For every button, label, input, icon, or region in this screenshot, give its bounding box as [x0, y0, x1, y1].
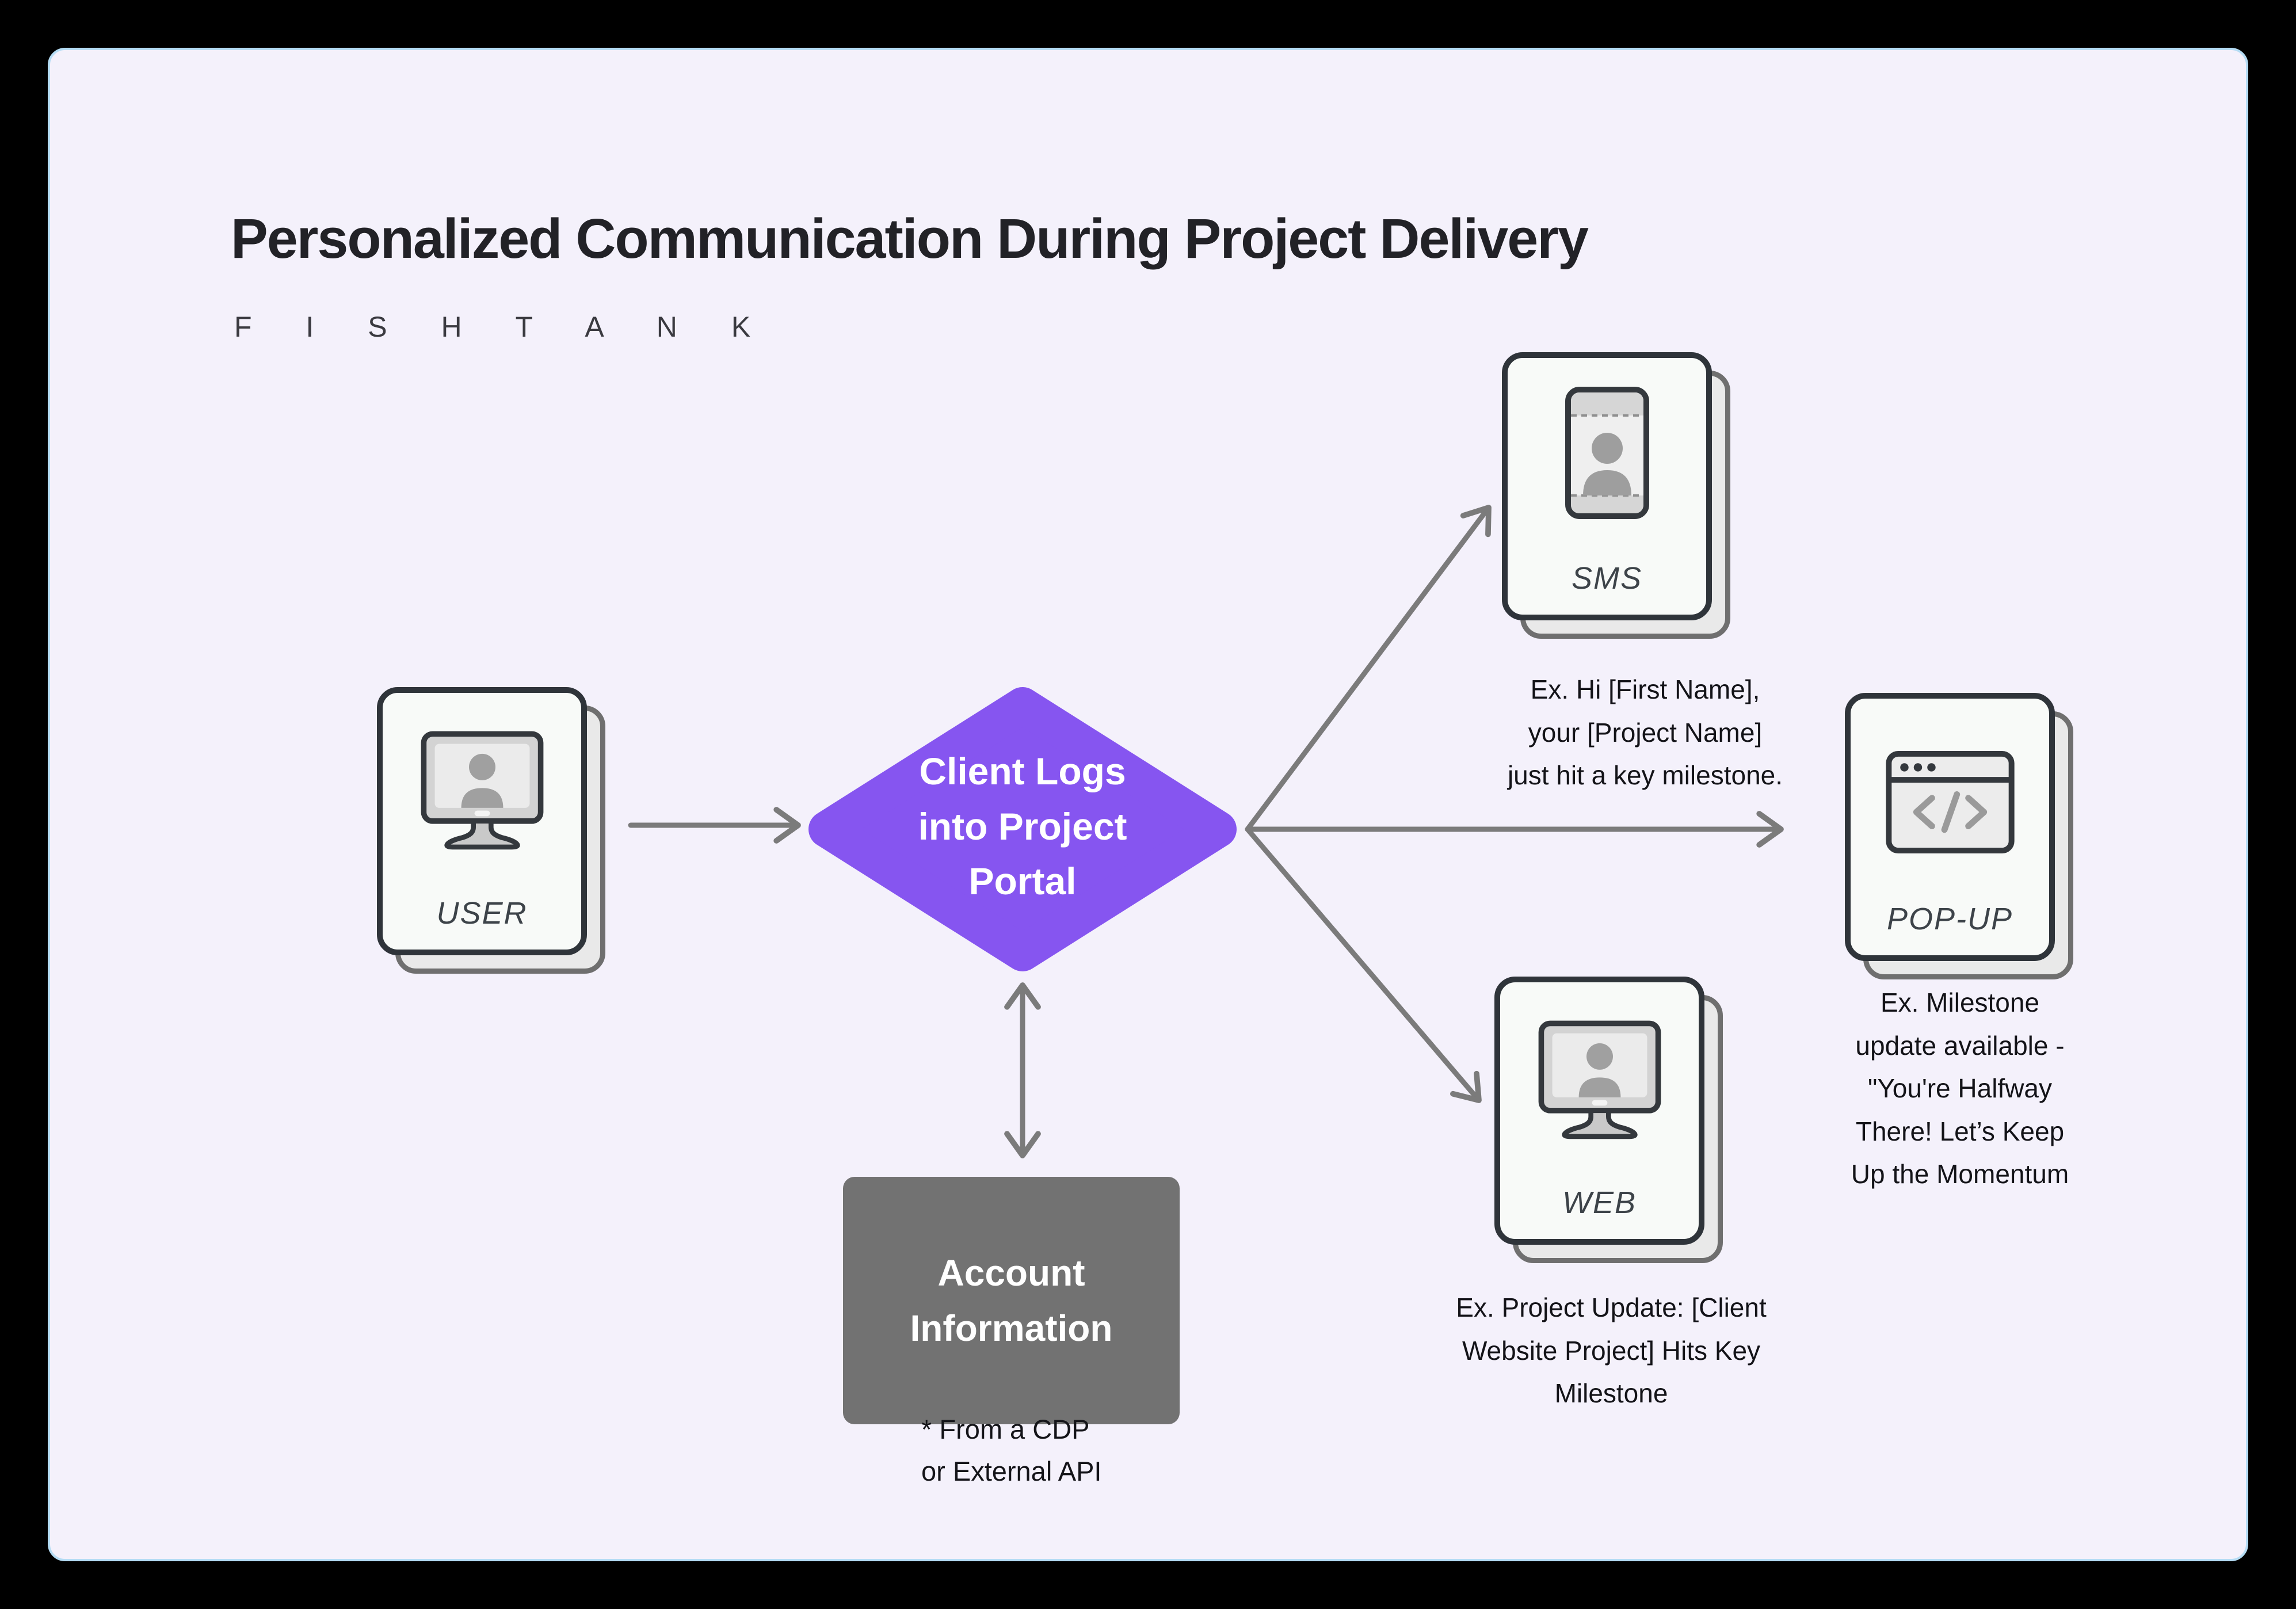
- sms-card-label: SMS: [1571, 561, 1643, 596]
- diagram-canvas: Personalized Communication During Projec…: [48, 48, 2248, 1561]
- sms-card-face: SMS: [1502, 352, 1712, 620]
- sms-example-text: Ex. Hi [First Name], your [Project Name]…: [1507, 674, 1783, 791]
- arrow-decision-to-web: [1245, 826, 1482, 1103]
- sms-card: SMS: [1502, 352, 1730, 639]
- account-information-label: Account Information: [910, 1252, 1113, 1349]
- user-card-label: USER: [436, 896, 528, 931]
- web-example-text: Ex. Project Update: [Client Website Proj…: [1456, 1292, 1767, 1409]
- user-card-face: USER: [377, 687, 587, 955]
- brand-logo: F I S H T A N K: [234, 311, 774, 343]
- popup-example-text: Ex. Milestone update available - "You're…: [1851, 987, 2069, 1189]
- monitor-user-icon: [421, 731, 543, 850]
- browser-code-icon: [1885, 750, 2015, 854]
- popup-card-label: POP-UP: [1886, 902, 2013, 936]
- account-information-box: Account Information: [843, 1177, 1180, 1424]
- popup-card: POP-UP: [1845, 693, 2073, 979]
- phone-contact-icon: [1565, 387, 1649, 519]
- arrow-decision-to-sms: [1245, 505, 1492, 832]
- web-card-label: WEB: [1562, 1185, 1637, 1220]
- popup-card-face: POP-UP: [1845, 693, 2055, 961]
- user-card: USER: [377, 687, 605, 974]
- decision-label: Client Logs into Project Portal: [918, 750, 1127, 903]
- page-title: Personalized Communication During Projec…: [231, 207, 1589, 270]
- web-card: WEB: [1494, 977, 1723, 1263]
- web-card-face: WEB: [1494, 977, 1704, 1245]
- account-source-note: * From a CDP or External API: [921, 1414, 1102, 1486]
- monitor-user-icon: [1538, 1020, 1661, 1139]
